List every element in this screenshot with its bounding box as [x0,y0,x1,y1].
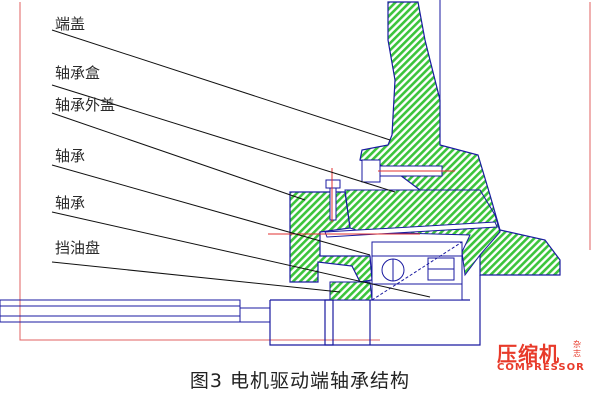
label-bearing-2: 轴承 [55,194,86,212]
label-end-cover: 端盖 [55,15,86,33]
seal-strip [324,221,498,238]
stud [325,179,341,221]
label-bearing-1: 轴承 [55,147,86,165]
logo-cn-text: 压缩机 [497,342,560,366]
motor-shaft [0,299,271,323]
leader-lines [51,29,431,298]
centerlines [268,168,455,235]
compressor-logo: 压缩机 杂志 COMPRESSOR [497,338,597,378]
label-oil-slinger: 挡油盘 [55,239,101,257]
bearing [371,241,463,301]
drawing-frame [19,2,380,341]
label-bearing-box: 轴承盒 [55,64,101,82]
logo-side-text: 杂志 [573,340,581,358]
oil-slinger [329,281,373,301]
figure-caption: 图3 电机驱动端轴承结构 [189,370,411,392]
label-bearing-outer-cover: 轴承外盖 [55,96,116,114]
logo-en-text: COMPRESSOR [497,362,585,373]
